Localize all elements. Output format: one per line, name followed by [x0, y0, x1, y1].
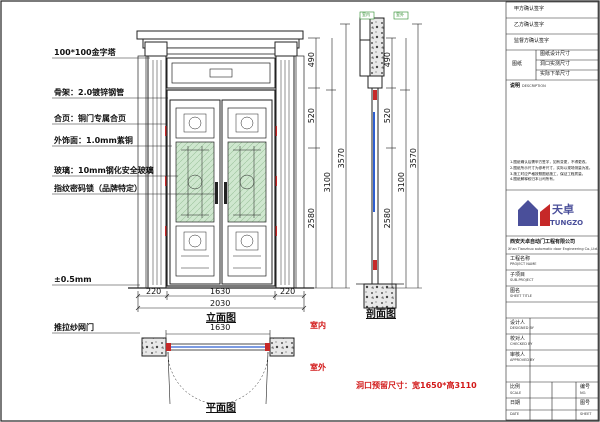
- tb-notes-sub: DESCRIPTION: [522, 84, 546, 88]
- elevation-dim-490: 490: [307, 52, 316, 68]
- tb-row-party-a: 甲方确认签字: [514, 6, 545, 12]
- annotation-lock: 指纹密码锁（品牌特定）: [54, 184, 142, 193]
- tb-field-designed-en: DESIGNED BY: [510, 326, 534, 330]
- tb-field-subproject-en: SUB-PROJECT: [510, 278, 534, 282]
- tb-note-4: 4.图纸解释权归本公司所有。: [510, 177, 557, 182]
- annotation-thickness: ±0.5mm: [54, 275, 92, 284]
- tb-field-designed: 设计人: [510, 320, 526, 326]
- plan-label-inside: 室内: [310, 321, 326, 330]
- tb-brand: 天卓: [552, 203, 574, 216]
- annotation-frame: 骨架：2.0镀锌钢管: [54, 88, 125, 97]
- right-handle: [224, 182, 227, 204]
- section-dim-2580: 2580: [383, 208, 392, 229]
- title-block: [505, 1, 599, 421]
- section-dim-3100: 3100: [397, 172, 406, 193]
- tb-field-approved: 审核人: [510, 352, 526, 358]
- left-handle: [215, 182, 218, 204]
- brand-logo: [518, 200, 550, 226]
- elevation-dims-right: [308, 23, 350, 289]
- plan-view: [141, 330, 295, 405]
- section-tag-outside: 室外: [396, 12, 404, 17]
- tb-notes-list: 1.图纸确认后需甲方签字，如有变更，不得更改。 2.图纸所示尺寸为参考尺寸，实际…: [510, 160, 596, 183]
- tb-brand-en: TUNGZO: [550, 219, 584, 227]
- elevation-dim-3100: 3100: [323, 172, 332, 193]
- annotation-screen: 推拉纱网门: [54, 323, 94, 332]
- tb-field-subproject: 子项目: [510, 272, 526, 278]
- section-tag-inside: 室内: [362, 12, 370, 17]
- tb-field-approved-en: APPROVED BY: [510, 358, 535, 362]
- tb-date-en: DATE: [510, 412, 520, 416]
- elevation-title: 立面图: [206, 313, 236, 324]
- tb-sheet-label: 图号: [580, 400, 591, 406]
- section-dims: [386, 23, 422, 289]
- plan-dim-width: 1630: [210, 323, 231, 332]
- tb-drawing-label: 图纸: [512, 61, 523, 67]
- tb-check-measured: 洞口实测尺寸: [540, 61, 571, 67]
- tb-date-label: 日期: [510, 400, 521, 406]
- tb-number-en: NO.: [580, 391, 587, 395]
- tb-field-checked: 校对人: [510, 336, 526, 342]
- elevation-dim-3570: 3570: [337, 148, 346, 169]
- elevation-dim-leaf: 1630: [210, 287, 231, 296]
- elevation-view: [128, 30, 314, 289]
- section-dim-3570: 3570: [409, 148, 418, 169]
- annotation-top-post: 100*100金字塔: [54, 48, 116, 57]
- elevation-dim-left: 220: [146, 287, 162, 296]
- tb-scale-en: SCALE: [510, 391, 522, 395]
- plan-label-outside: 室外: [310, 363, 326, 372]
- annotation-leaders: [52, 57, 215, 334]
- tb-company-en: Xi'an Tianzhuo automatic door Engineerin…: [508, 247, 599, 251]
- section-title: 剖面图: [366, 309, 396, 320]
- tb-row-party-b: 乙方确认签字: [514, 22, 545, 28]
- annotation-glass: 玻璃：10mm钢化安全玻璃: [54, 166, 154, 175]
- elevation-dim-total: 2030: [210, 299, 231, 308]
- tb-note-1: 1.图纸确认后需甲方签字，如有变更，不得更改。: [510, 160, 589, 164]
- tb-sheet-en: SHEET: [580, 412, 592, 416]
- annotation-hinge: 合页：铜门专属合页: [54, 114, 126, 123]
- annotation-trim: 外饰面：1.0mm紫铜: [54, 136, 133, 145]
- elevation-dims-bottom: [135, 291, 307, 312]
- tb-row-supervisor: 监督方确认签字: [514, 38, 550, 44]
- elevation-dim-2580: 2580: [307, 208, 316, 229]
- section-dim-520: 520: [383, 108, 392, 124]
- tb-number-label: 编号: [580, 384, 591, 390]
- tb-field-sheet-title-en: SHEET TITLE: [510, 294, 532, 298]
- tb-note-2: 2.图纸所示尺寸为参考尺寸，实际以现场测量为准。: [510, 165, 593, 170]
- tb-note-3: 3.施工时应严格按照图纸施工，保证工程质量。: [510, 171, 586, 176]
- tb-field-project-en: PROJECT NAME: [510, 262, 537, 266]
- tb-notes-title: 说明: [510, 83, 521, 89]
- plan-title: 平面图: [206, 403, 236, 414]
- tb-field-sheet-title: 图名: [510, 288, 521, 294]
- elevation-dim-right: 220: [280, 287, 296, 296]
- tb-field-project: 工程名称: [510, 256, 531, 262]
- tb-field-checked-en: CHECKED BY: [510, 342, 533, 346]
- section-view: [356, 11, 409, 309]
- tb-check-order: 实际下单尺寸: [540, 71, 571, 77]
- elevation-dim-520: 520: [307, 108, 316, 124]
- opening-size-note: 洞口预留尺寸：宽1650*高3110: [356, 381, 477, 390]
- tb-scale-label: 比例: [510, 384, 521, 390]
- tb-check-design: 图纸设计尺寸: [540, 51, 571, 57]
- section-dim-490: 490: [383, 52, 392, 68]
- tb-company: 西安天卓自动门工程有限公司: [510, 239, 576, 245]
